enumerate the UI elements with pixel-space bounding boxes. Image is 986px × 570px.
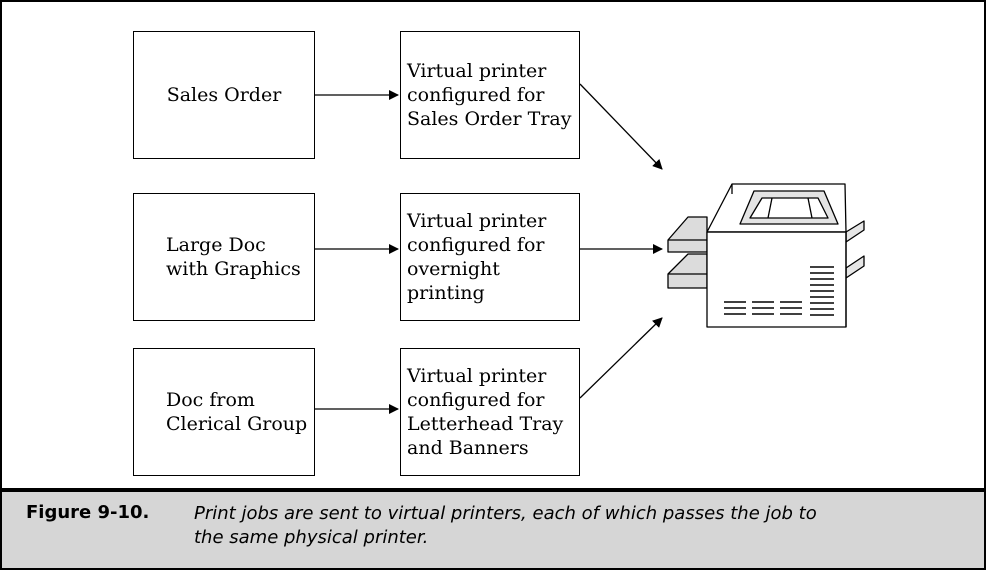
source-label: Doc from Clerical Group <box>166 389 308 435</box>
virtual-printer-box-letterhead: Virtual printer configured for Letterhea… <box>400 348 580 476</box>
printer-icon <box>667 183 865 328</box>
virtual-printer-label: Virtual printer configured for Sales Ord… <box>407 60 572 130</box>
arrow-to-printer-bottom <box>579 317 663 399</box>
arrow-to-printer-top <box>579 83 663 170</box>
source-label: Sales Order <box>166 84 282 106</box>
connectors-and-printer <box>315 83 865 414</box>
virtual-printer-box-sales-order-tray: Virtual printer configured for Sales Ord… <box>400 31 580 159</box>
figure-caption: Figure 9-10. Print jobs are sent to virt… <box>2 488 984 568</box>
source-box-large-doc: Large Doc with Graphics <box>133 193 315 321</box>
figure-caption-text: Print jobs are sent to virtual printers,… <box>194 503 817 548</box>
virtual-printer-box-overnight: Virtual printer configured for overnight… <box>400 193 580 321</box>
virtual-printer-label: Virtual printer configured for overnight… <box>407 210 547 304</box>
source-box-clerical-doc: Doc from Clerical Group <box>133 348 315 476</box>
virtual-printer-label: Virtual printer configured for Letterhea… <box>407 365 564 459</box>
source-box-sales-order: Sales Order <box>133 31 315 159</box>
source-label: Large Doc with Graphics <box>166 234 301 280</box>
diagram-area: Sales Order Large Doc with Graphics Doc … <box>2 2 984 488</box>
figure-label: Figure 9-10. <box>26 502 150 523</box>
